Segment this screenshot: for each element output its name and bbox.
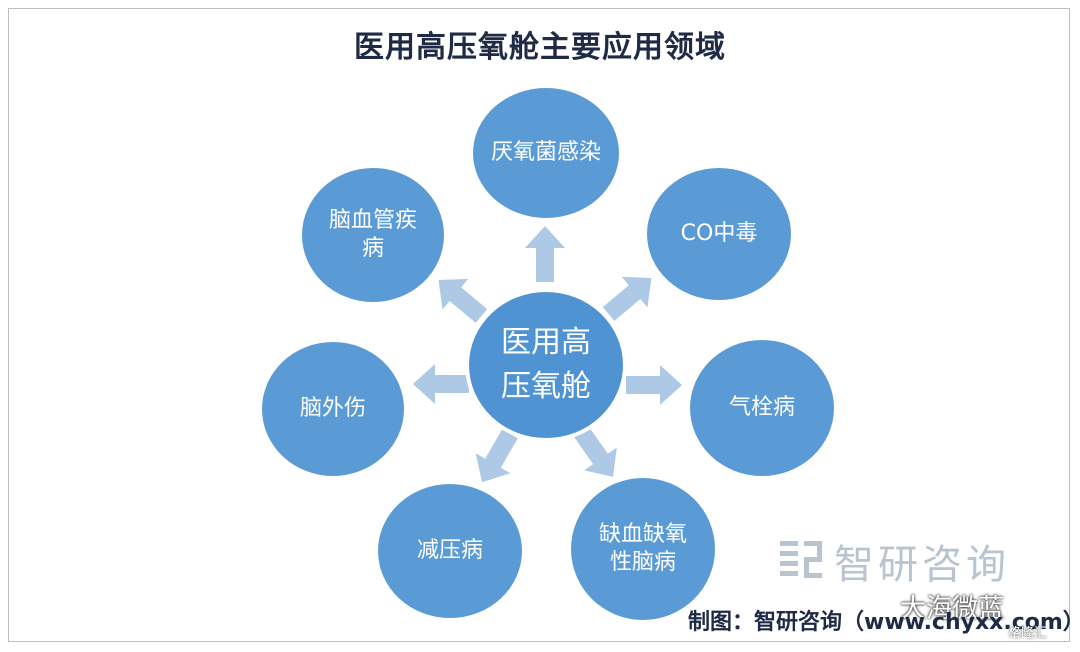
center-node-hyperbaric-chamber: 医用高 压氧舱 bbox=[465, 288, 627, 442]
node-ischemic-label: 缺血缺氧性脑病 bbox=[598, 522, 687, 575]
node-brain-injury-label: 脑外伤 bbox=[299, 396, 366, 421]
node-decompression-sickness: 减压病 bbox=[378, 484, 522, 618]
node-anaerobic-infection: 厌氧菌感染 bbox=[473, 88, 619, 218]
node-co-label: CO中毒 bbox=[680, 221, 758, 246]
center-line-2: 压氧舱 bbox=[501, 369, 591, 404]
node-decompression-label: 减压病 bbox=[416, 538, 483, 563]
brand-logo-text: 智研咨询 bbox=[834, 542, 1010, 588]
brand-logo: 智研咨询 bbox=[778, 532, 1010, 590]
corner-watermark: 格隆汇 bbox=[1008, 626, 1048, 641]
diagram-title: 医用高压氧舱主要应用领域 bbox=[354, 30, 726, 65]
node-embolism-label: 气栓病 bbox=[728, 395, 795, 420]
node-brain-injury: 脑外伤 bbox=[262, 342, 404, 476]
node-co-poisoning: CO中毒 bbox=[647, 168, 791, 300]
node-anaerobic-label: 厌氧菌感染 bbox=[491, 140, 602, 165]
arrow-to-embolism bbox=[626, 365, 682, 405]
chart-credit: 制图：智研咨询（www.chyxx.com） bbox=[688, 610, 1080, 635]
wechat-watermark: 大海微蓝 bbox=[900, 594, 1005, 624]
node-cerebrovascular-disease: 脑血管疾病 bbox=[302, 168, 444, 302]
node-cerebrovascular-label: 脑血管疾病 bbox=[328, 208, 417, 261]
node-air-embolism: 气栓病 bbox=[690, 340, 834, 476]
arrow-to-brain-injury bbox=[413, 364, 469, 404]
node-ischemic-hypoxic-encephalopathy: 缺血缺氧性脑病 bbox=[571, 478, 715, 620]
center-line-1: 医用高 bbox=[501, 325, 591, 360]
arrow-to-anaerobic bbox=[525, 226, 565, 282]
brand-logo-icon bbox=[780, 541, 822, 578]
